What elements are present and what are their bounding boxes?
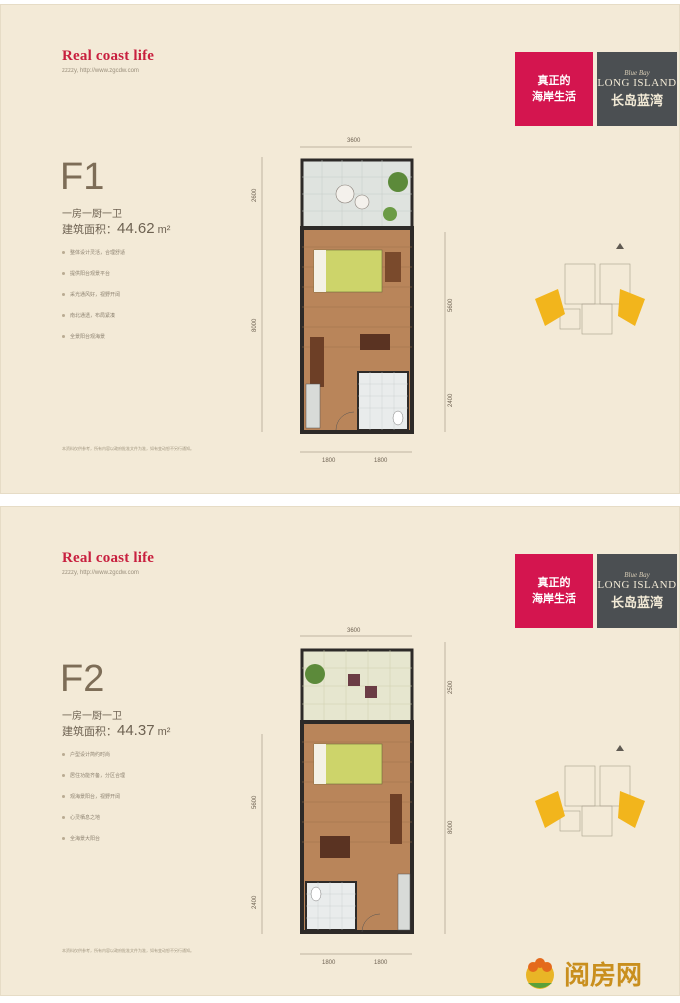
area-unit: m² xyxy=(157,224,171,236)
dim-left-main: 8000 xyxy=(252,318,258,332)
dim-left-main: 5600 xyxy=(252,795,258,809)
dim-top: 3600 xyxy=(347,628,361,634)
feature-list: 户型设计简约时尚 居住功能齐备，分区合理 观海景阳台，视野开阔 心灵栖息之地 全… xyxy=(62,751,125,856)
unit-code: F1 xyxy=(60,156,105,198)
slogan-line-2: 海岸生活 xyxy=(532,91,576,103)
brand-english: LONG ISLAND xyxy=(597,579,677,591)
dim-right-top: 2500 xyxy=(448,680,454,694)
feature-item: 南北通透，布局紧凑 xyxy=(62,312,125,320)
floorplan-sheet-f1: Real coast life zzzzy, http://www.zgcdw.… xyxy=(0,4,680,494)
brand-english: LONG ISLAND xyxy=(597,77,677,89)
tagline: Real coast life xyxy=(62,48,155,64)
feature-item: 心灵栖息之地 xyxy=(62,814,125,822)
dim-right-top: 5600 xyxy=(448,298,454,312)
slogan-line-1: 真正的 xyxy=(537,75,571,87)
floor-area: 建筑面积：44.62 m² xyxy=(62,220,170,237)
slogan-badge: 真正的 海岸生活 xyxy=(515,52,593,126)
floorplan-sheet-f2: Real coast life zzzzy, http://www.zgcdw.… xyxy=(0,506,680,996)
area-unit: m² xyxy=(157,726,171,738)
area-label: 建筑面积： xyxy=(62,224,117,236)
website-url: zzzzy, http://www.zgcdw.com xyxy=(62,570,139,576)
brand-chinese: 长岛蓝湾 xyxy=(610,595,663,610)
unit-code: F2 xyxy=(60,658,105,700)
area-value: 44.62 xyxy=(117,220,155,237)
brand-chinese: 长岛蓝湾 xyxy=(610,93,663,108)
building-key-plan xyxy=(535,745,645,837)
brand-logo: Blue Bay LONG ISLAND 长岛蓝湾 xyxy=(597,52,677,126)
watermark-text: 阅房网 xyxy=(564,960,643,991)
dim-bottom-right: 1800 xyxy=(374,458,388,464)
dim-left-top: 2600 xyxy=(252,188,258,202)
slogan-line-1: 真正的 xyxy=(537,577,571,589)
brand-script: Blue Bay xyxy=(624,69,650,77)
area-value: 44.37 xyxy=(117,722,155,739)
slogan-badge: 真正的 海岸生活 xyxy=(515,554,593,628)
dim-top: 3600 xyxy=(347,138,361,144)
website-url: zzzzy, http://www.zgcdw.com xyxy=(62,68,139,74)
dim-bottom-right: 1800 xyxy=(374,960,388,966)
feature-item: 整体设计灵活，合理舒适 xyxy=(62,249,125,257)
floor-area: 建筑面积：44.37 m² xyxy=(62,722,170,739)
feature-item: 全海景大阳台 xyxy=(62,835,125,843)
flower-logo-icon xyxy=(526,958,554,989)
feature-item: 全景阳台观海景 xyxy=(62,333,125,341)
site-watermark: 阅房网 xyxy=(520,948,680,998)
disclaimer: 本资料仅供参考，所有内容以政府批准文件为准，如有变动恕不另行通知。 xyxy=(62,446,194,451)
floor-plan-drawing: 3600 2600 8000 5600 2400 1800 1800 xyxy=(252,138,454,464)
floor-plan-drawing: 3600 2500 8000 5600 2400 1800 1800 xyxy=(252,628,454,966)
dim-left-bottom: 2400 xyxy=(252,895,258,909)
brand-script: Blue Bay xyxy=(624,571,650,579)
room-config: 一房一厨一卫 xyxy=(62,209,122,220)
dim-bottom-left: 1800 xyxy=(322,458,336,464)
feature-item: 观海景阳台，视野开阔 xyxy=(62,793,125,801)
room-config: 一房一厨一卫 xyxy=(62,711,122,722)
feature-item: 采光通风好，视野开阔 xyxy=(62,291,125,299)
slogan-line-2: 海岸生活 xyxy=(532,593,576,605)
area-label: 建筑面积： xyxy=(62,726,117,738)
dim-right-bottom: 2400 xyxy=(448,393,454,407)
feature-list: 整体设计灵活，合理舒适 提供阳台观景平台 采光通风好，视野开阔 南北通透，布局紧… xyxy=(62,249,125,354)
feature-item: 提供阳台观景平台 xyxy=(62,270,125,278)
tagline: Real coast life xyxy=(62,550,155,566)
dim-bottom-left: 1800 xyxy=(322,960,336,966)
dim-right-main: 8000 xyxy=(448,820,454,834)
disclaimer: 本资料仅供参考，所有内容以政府批准文件为准，如有变动恕不另行通知。 xyxy=(62,948,194,953)
feature-item: 户型设计简约时尚 xyxy=(62,751,125,759)
feature-item: 居住功能齐备，分区合理 xyxy=(62,772,125,780)
brand-logo: Blue Bay LONG ISLAND 长岛蓝湾 xyxy=(597,554,677,628)
building-key-plan xyxy=(535,243,645,335)
